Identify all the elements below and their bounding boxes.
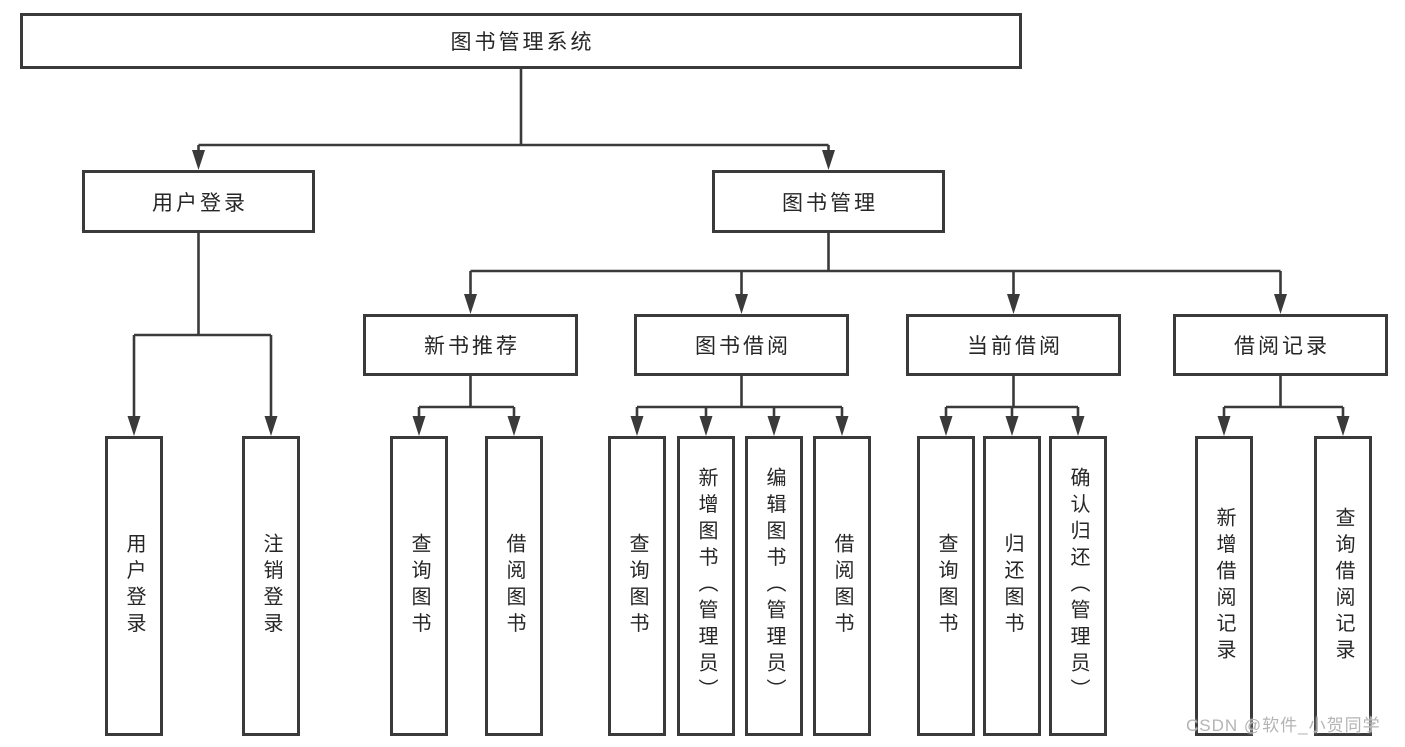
leaf-nb-borrow-books-label: 借阅图书	[503, 533, 525, 639]
node-new-book-recommendation: 新书推荐	[363, 314, 578, 376]
leaf-nb-query-books-label: 查询图书	[408, 533, 430, 639]
leaf-cb-return-books: 归还图书	[983, 436, 1041, 736]
leaf-cb-confirm-return-admin-label: 确认归还（管理员）	[1067, 467, 1089, 705]
leaf-bb-query-books: 查询图书	[608, 436, 666, 736]
leaf-nb-borrow-books: 借阅图书	[485, 436, 543, 736]
leaf-cb-query-books-label: 查询图书	[935, 533, 957, 639]
node-current-borrowing-label: 当前借阅	[967, 335, 1063, 358]
arrowhead-leaf-logout	[264, 416, 278, 436]
leaf-bb-add-books-admin: 新增图书（管理员）	[677, 436, 735, 736]
node-new-book-recommendation-label: 新书推荐	[424, 335, 520, 358]
arrowhead-cb-query	[939, 416, 953, 436]
leaf-bb-edit-books-admin: 编辑图书（管理员）	[745, 436, 803, 736]
leaf-br-add-record: 新增借阅记录	[1195, 436, 1253, 736]
arrowhead-nb-borrow	[507, 416, 521, 436]
arrowhead-cb-return	[1005, 416, 1019, 436]
arrowhead-bb-borrow	[835, 416, 849, 436]
leaf-bb-query-books-label: 查询图书	[626, 533, 648, 639]
edge-arrowheads	[127, 150, 1350, 436]
node-book-borrowing: 图书借阅	[634, 314, 849, 376]
arrowhead-user-login	[192, 150, 205, 170]
arrowhead-new-book	[464, 294, 477, 314]
node-user-login: 用户登录	[82, 170, 315, 233]
arrowhead-br-query	[1336, 416, 1350, 436]
arrowhead-book-management	[822, 150, 835, 170]
leaf-bb-add-books-admin-label: 新增图书（管理员）	[695, 467, 717, 705]
node-user-login-label: 用户登录	[152, 191, 248, 215]
leaf-br-add-record-label: 新增借阅记录	[1213, 506, 1235, 666]
arrowhead-book-borrow	[735, 294, 748, 314]
leaf-user-login-label: 用户登录	[123, 533, 145, 639]
arrowhead-current-borrow	[1007, 294, 1020, 314]
node-library-management-system-label: 图书管理系统	[450, 31, 595, 54]
leaf-cb-return-books-label: 归还图书	[1001, 533, 1023, 639]
leaf-bb-edit-books-admin-label: 编辑图书（管理员）	[763, 467, 785, 705]
leaf-logout-label: 注销登录	[260, 533, 282, 639]
leaf-bb-borrow-books-label: 借阅图书	[831, 533, 853, 639]
leaf-cb-confirm-return-admin: 确认归还（管理员）	[1049, 436, 1107, 736]
arrowhead-br-add	[1217, 416, 1231, 436]
node-borrowing-records-label: 借阅记录	[1234, 335, 1330, 358]
arrowhead-bb-add	[699, 416, 713, 436]
node-current-borrowing: 当前借阅	[906, 314, 1121, 376]
node-book-management-label: 图书管理	[782, 191, 878, 215]
watermark: CSDN @软件_小贺同学	[1186, 716, 1381, 735]
leaf-br-query-record: 查询借阅记录	[1314, 436, 1372, 736]
node-book-borrowing-label: 图书借阅	[695, 335, 791, 358]
arrowhead-bb-edit	[767, 416, 781, 436]
leaf-cb-query-books: 查询图书	[917, 436, 975, 736]
leaf-logout: 注销登录	[242, 436, 300, 736]
leaf-bb-borrow-books: 借阅图书	[813, 436, 871, 736]
arrowhead-leaf-login	[127, 416, 141, 436]
arrowhead-nb-query	[412, 416, 426, 436]
node-book-management: 图书管理	[712, 170, 945, 233]
arrowhead-borrow-records	[1274, 294, 1287, 314]
leaf-br-query-record-label: 查询借阅记录	[1332, 506, 1354, 666]
node-library-management-system: 图书管理系统	[20, 13, 1022, 69]
arrowhead-cb-confirm	[1071, 416, 1085, 436]
node-borrowing-records: 借阅记录	[1173, 314, 1388, 376]
leaf-nb-query-books: 查询图书	[390, 436, 448, 736]
leaf-user-login: 用户登录	[105, 436, 163, 736]
arrowhead-bb-query	[630, 416, 644, 436]
